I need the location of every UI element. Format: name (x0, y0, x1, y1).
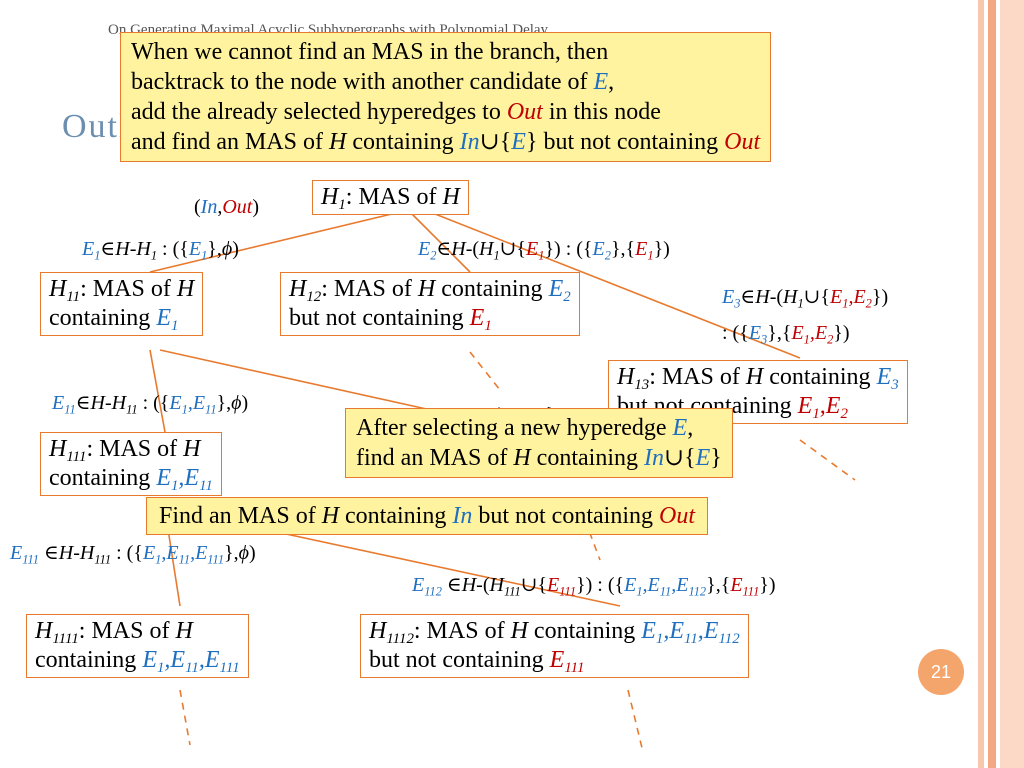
dash-h1112 (627, 689, 643, 749)
edge-label-e11: E11∈H-H11 : ({E1,E11},ϕ) (52, 392, 249, 417)
side-stripe-2 (988, 0, 996, 768)
edge-h11-h112 (159, 349, 441, 413)
edge-label-e3-sets: : ({E3},{E1,E2}) (722, 322, 850, 347)
side-stripe-3 (1000, 0, 1024, 768)
edge-label-e3: E3∈H-(H1∪{E1,E2}) (722, 286, 889, 311)
node-h12: H12: MAS of H containing E2 but not cont… (280, 272, 580, 336)
edge-label-e1: E1∈H-H1 : ({E1},ϕ) (82, 238, 239, 263)
edge-h1-h11 (149, 211, 401, 273)
edge-h11-h111 (149, 349, 166, 433)
note-after-selecting: After selecting a new hyperedge E, find … (345, 408, 733, 478)
note-backtrack: When we cannot find an MAS in the branch… (120, 32, 772, 162)
edge-h1-h12 (409, 211, 471, 273)
node-h1112: H1112: MAS of H containing E1,E11,E112 b… (360, 614, 749, 678)
node-h111: H111: MAS of H containing E1,E11 (40, 432, 222, 496)
edge-label-e111: E111 ∈H-H111 : ({E1,E11,E111},ϕ) (10, 542, 256, 567)
edge-h1-h13 (429, 211, 801, 359)
in-out-label: (In,Out) (194, 196, 260, 218)
node-h1111: H1111: MAS of H containing E1,E11,E111 (26, 614, 249, 678)
dash-h13 (799, 439, 856, 481)
edge-label-e112: E112 ∈H-(H111∪{E111}) : ({E1,E11,E112},{… (412, 574, 776, 599)
page-number-badge: 21 (918, 649, 964, 695)
edge-label-e2: E2∈H-(H1∪{E1}) : ({E2},{E1}) (418, 238, 670, 263)
dash-h12 (469, 351, 501, 391)
dash-h1111 (179, 689, 191, 746)
node-h1: H1: MAS of H (312, 180, 469, 215)
node-h11: H11: MAS of H containing E1 (40, 272, 204, 336)
side-stripe-1 (978, 0, 984, 768)
note-find-mas: Find an MAS of H containing In but not c… (146, 497, 708, 535)
